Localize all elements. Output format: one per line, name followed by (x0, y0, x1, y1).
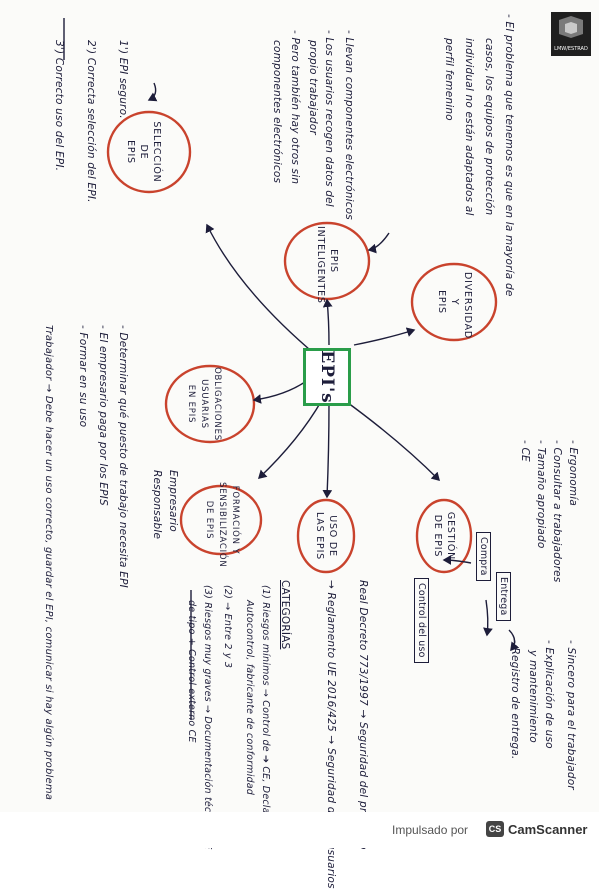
node-formacion-line1: FORMACIÓN Y (230, 485, 240, 555)
categorias-2: (2) → Entre 2 y 3 (222, 585, 233, 669)
note-obligaciones-1: - El empresario paga por los EPIS (97, 325, 109, 506)
note-seleccion-0: 1') EPI seguro. (117, 40, 129, 119)
note-gestion-compra-2: - Tamaño apropiado (535, 440, 547, 549)
brand-logo: LMW/ESTRAD (551, 12, 591, 56)
node-gestion-line2: DE EPIS (432, 514, 443, 558)
arrow-seleccion (205, 223, 317, 356)
center-label: EPI's (317, 350, 337, 404)
node-seleccion: SELECCIÓN DE EPIS (124, 116, 163, 188)
note-diversidad-1: casos, los equipos de protección (483, 38, 495, 216)
blob-diversidad (410, 262, 498, 342)
note-inteligentes-0: - Llevan componentes electrónicos (343, 30, 355, 220)
node-diversidad-line2: Y (449, 298, 460, 306)
node-obligaciones-line2: EN EPIS (186, 384, 196, 424)
note-gestion-entrega-1: - Explicación de uso (543, 640, 555, 749)
note-gestion-entrega-3: - Registro de entrega. (509, 640, 521, 760)
node-seleccion-line2: EPIS (125, 140, 136, 164)
categorias-3: (3) Riesgos muy graves → Documentación t… (202, 585, 213, 850)
blob-uso (296, 498, 356, 574)
note-diversidad-3: perfil femenino (443, 38, 455, 121)
arrow-uso (322, 401, 333, 499)
note-obligaciones-side-0: Empresario (167, 470, 179, 532)
arrow-diversidad (353, 327, 416, 346)
rotated-content: EPI's DIVERSIDAD Y EPIS EPIS INTELIGENTE… (43, 14, 579, 889)
node-obligaciones-line1: OBLIGACIONES USUARIAS (199, 367, 222, 441)
node-inteligentes-line1: EPIS (328, 249, 339, 273)
note-seleccion-1: 2') Correcta selección del EPI. (85, 40, 97, 203)
categorias-title: CATEGORÍAS (279, 580, 291, 650)
note-obligaciones-side-1: Responsable (151, 470, 163, 540)
gestion-entrega-box: Entrega (496, 572, 511, 621)
node-diversidad-line3: EPIS (436, 290, 447, 314)
node-formacion-line3: DE EPIS (204, 500, 214, 540)
note-gestion-compra-1: - Consultar a trabajadores (551, 440, 563, 583)
note-inteligentes-3: - Pero también hay otros sin (289, 30, 301, 185)
note-seleccion-2: 3') Correcto uso del EPI. (53, 40, 65, 172)
node-inteligentes-line2: INTELIGENTES (315, 226, 326, 304)
node-uso-line2: LAS EPIS (314, 511, 325, 561)
arrow-seleccion-note (147, 82, 158, 102)
note-gestion-compra-3: - CE (519, 440, 531, 462)
note-inteligentes-2: propio trabajador (307, 40, 319, 135)
note-diversidad-0: - El problema que tenemos es que en la m… (503, 14, 515, 297)
categorias-0: (1) Riesgos mínimos → Control de ➔ CE, D… (260, 585, 271, 845)
arrow-entrega-items (508, 629, 520, 652)
note-gestion-entrega-0: - Sincero para el trabajador (565, 640, 577, 790)
node-gestion-line1: GESTIÓN (445, 511, 456, 561)
center-node: EPI's (303, 348, 351, 406)
node-inteligentes: EPIS INTELIGENTES (314, 226, 340, 304)
node-diversidad-line1: DIVERSIDAD (462, 272, 473, 340)
note-trabajador: Trabajador → Debe hacer un uso correcto,… (43, 325, 54, 801)
categorias-4: de tipo + Control externo CE (186, 600, 197, 743)
scanned-page: EPI's DIVERSIDAD Y EPIS EPIS INTELIGENTE… (43, 12, 591, 889)
logo-caption: LMW/ESTRAD (554, 46, 588, 52)
node-uso-line1: USO DE (327, 515, 338, 557)
note-gestion-entrega-2: y mantenimiento (527, 650, 539, 743)
blob-obligaciones (164, 364, 256, 444)
node-uso: USO DE LAS EPIS (313, 504, 339, 568)
blob-seleccion (106, 110, 192, 194)
arrow-inteligentes-note (367, 232, 390, 254)
note-uso-0: Real Decreto 773/1997 → Seguridad del pr… (357, 580, 369, 850)
powered-by-label: Impulsado por (392, 823, 469, 837)
node-seleccion-line1: SELECCIÓN DE (138, 121, 162, 183)
node-diversidad: DIVERSIDAD Y EPIS (435, 272, 474, 340)
categorias-1: Autocontrol, fabricante de conformidad (244, 600, 255, 796)
arrow-formacion (257, 399, 323, 479)
note-inteligentes-1: - Los usuarios recogen datos del (323, 30, 335, 207)
node-formacion: FORMACIÓN Y SENSIBILIZACIÓN DE EPIS (202, 482, 241, 568)
note-obligaciones-2: - Formar en su uso (77, 325, 89, 428)
camscanner-brand: CamScanner (508, 822, 588, 837)
note-diversidad-2: individual no están adaptados al (463, 38, 475, 216)
node-gestion: GESTIÓN DE EPIS (431, 504, 457, 568)
gestion-control-box: Control del uso (414, 578, 429, 663)
blob-formacion (179, 484, 263, 556)
gestion-compra-box: Compra (476, 532, 491, 581)
arrow-entrega (483, 599, 493, 637)
note-gestion-compra-0: - Ergonomía (567, 440, 579, 507)
arrow-compra (442, 555, 472, 565)
node-obligaciones: OBLIGACIONES USUARIAS EN EPIS (184, 362, 223, 446)
arrow-inteligentes (322, 298, 333, 346)
node-formacion-line2: SENSIBILIZACIÓN (217, 482, 227, 568)
arrow-gestion (343, 399, 440, 481)
note-inteligentes-4: componentes electrónicos (271, 40, 283, 184)
scanner-footer: Impulsado por CS CamScanner (0, 812, 599, 848)
note-obligaciones-0: - Determinar qué puesto de trabajo neces… (117, 325, 129, 588)
blob-gestion (415, 498, 473, 574)
camscanner-icon: CS (486, 821, 504, 837)
